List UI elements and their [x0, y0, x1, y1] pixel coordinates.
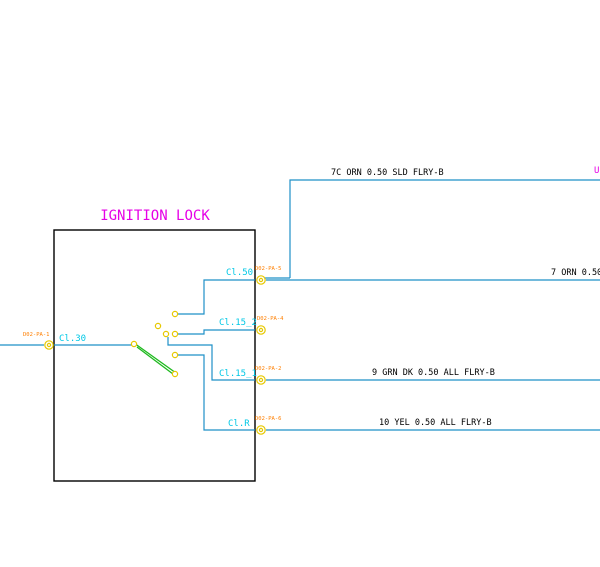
internal-clr-line [178, 354, 255, 431]
pin-label-cl50: Cl.50 [226, 268, 253, 278]
contact-a [154, 322, 162, 330]
terminal-pa2[interactable] [256, 375, 266, 385]
connector-label-pa2: D02-PA-2 [255, 366, 282, 372]
pin-label-cl15-1: Cl.15_1 [219, 369, 257, 379]
contact-b [162, 330, 170, 338]
contact-blade-end [171, 370, 179, 378]
contact-common [130, 340, 138, 348]
pin-labels: Cl.30 Cl.50 Cl.15_2 Cl.15_1 Cl.R [59, 268, 257, 429]
connector-labels: D02-PA-1 D02-PA-5 D02-PA-4 D02-PA-2 D02-… [23, 266, 284, 422]
terminal-pa5[interactable] [256, 275, 266, 285]
connector-label-pa1: D02-PA-1 [23, 332, 50, 338]
wire-label-10: 10 YEL 0.50 ALL FLRY-B [379, 418, 492, 428]
wires [0, 179, 600, 431]
internal-wiring [54, 279, 255, 431]
edge-mark: U [594, 166, 599, 176]
contact-clr [171, 351, 179, 359]
pin-label-clr: Cl.R [228, 419, 250, 429]
terminal-pa1[interactable] [44, 340, 54, 350]
internal-cl15-2-line [178, 329, 255, 335]
terminal-pa6[interactable] [256, 425, 266, 435]
contact-cl50 [171, 310, 179, 318]
switch-contacts [130, 310, 179, 378]
wire-labels: 7C ORN 0.50 SLD FLRY-B 7 ORN 0.50 9 GRN … [331, 168, 600, 428]
ignition-lock-box [53, 229, 256, 482]
pin-label-cl30: Cl.30 [59, 334, 86, 344]
wire-label-9: 9 GRN DK 0.50 ALL FLRY-B [372, 368, 495, 378]
connector-label-pa6: D02-PA-6 [255, 416, 282, 422]
connector-label-pa5: D02-PA-5 [255, 266, 282, 272]
contact-cl15-2 [171, 330, 179, 338]
connector-label-pa4: D02-PA-4 [257, 316, 284, 322]
wire-label-7: 7 ORN 0.50 [551, 268, 600, 278]
wire-7c[interactable] [289, 179, 600, 278]
wire-label-7c: 7C ORN 0.50 SLD FLRY-B [331, 168, 444, 178]
terminals [44, 275, 266, 435]
pin-label-cl15-2: Cl.15_2 [219, 318, 257, 328]
internal-cl50-line [178, 279, 255, 315]
switch-blade [133, 342, 177, 375]
internal-cl15-1-line [167, 337, 255, 381]
component-title: IGNITION LOCK [100, 208, 210, 224]
terminal-pa4[interactable] [256, 325, 266, 335]
